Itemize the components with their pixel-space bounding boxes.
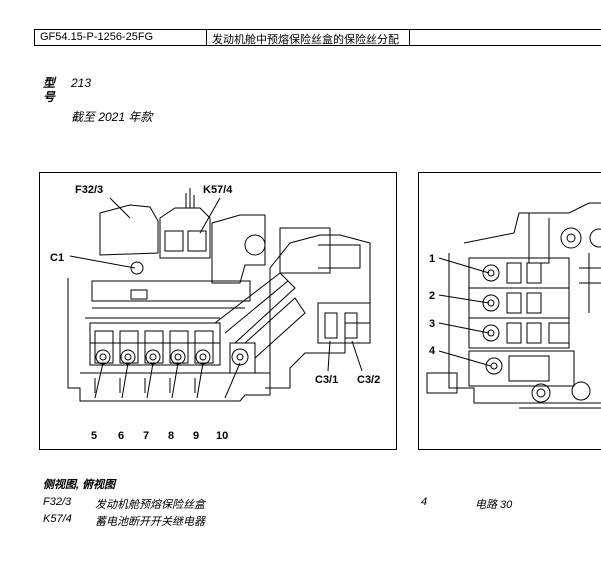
legend-circuit: 电路 30	[475, 499, 513, 511]
label-9: 9	[193, 430, 199, 442]
model-label: 型号	[43, 76, 56, 104]
doc-title: 发动机舱中预熔保险丝盒的保险丝分配	[207, 30, 410, 46]
label-10: 10	[216, 430, 228, 442]
model-value: 213	[71, 76, 92, 90]
label-1: 1	[429, 253, 435, 265]
label-c3-1: C3/1	[315, 374, 338, 386]
legend-code: F32/3	[43, 496, 72, 508]
label-3: 3	[429, 318, 435, 330]
fuse-box-top-view-drawing: 1 2 3 4	[426, 202, 601, 409]
legend-code: K57/4	[43, 513, 72, 525]
model-range: 截至 2021 年款	[71, 110, 153, 124]
fuse-box-top-view-figure: 1 2 3 4	[418, 172, 601, 450]
label-c3-2: C3/2	[357, 374, 380, 386]
legend-description: 蓄电池断开开关继电器	[95, 516, 205, 528]
label-2: 2	[429, 290, 435, 302]
label-k57-4: K57/4	[203, 184, 233, 196]
label-c1: C1	[50, 252, 64, 264]
legend-number: 4	[421, 496, 428, 508]
fuse-box-side-view-drawing: F32/3 K57/4 C1 C3/1 C3/2 5 6 7 8 9 10	[50, 184, 380, 442]
doc-header-empty-cell	[410, 30, 601, 45]
label-7: 7	[143, 430, 149, 442]
label-8: 8	[168, 430, 174, 442]
fuse-box-side-view-figure: F32/3 K57/4 C1 C3/1 C3/2 5 6 7 8 9 10	[39, 172, 397, 450]
legend-description: 发动机舱预熔保险丝盒	[95, 499, 205, 511]
doc-id: GF54.15-P-1256-25FG	[35, 30, 207, 45]
label-f32-3: F32/3	[75, 184, 103, 196]
caption-title: 侧视图, 俯视图	[43, 479, 116, 491]
label-5: 5	[91, 430, 97, 442]
label-6: 6	[118, 430, 124, 442]
label-4: 4	[429, 345, 436, 357]
document-header-table: GF54.15-P-1256-25FG 发动机舱中预熔保险丝盒的保险丝分配	[34, 29, 601, 46]
